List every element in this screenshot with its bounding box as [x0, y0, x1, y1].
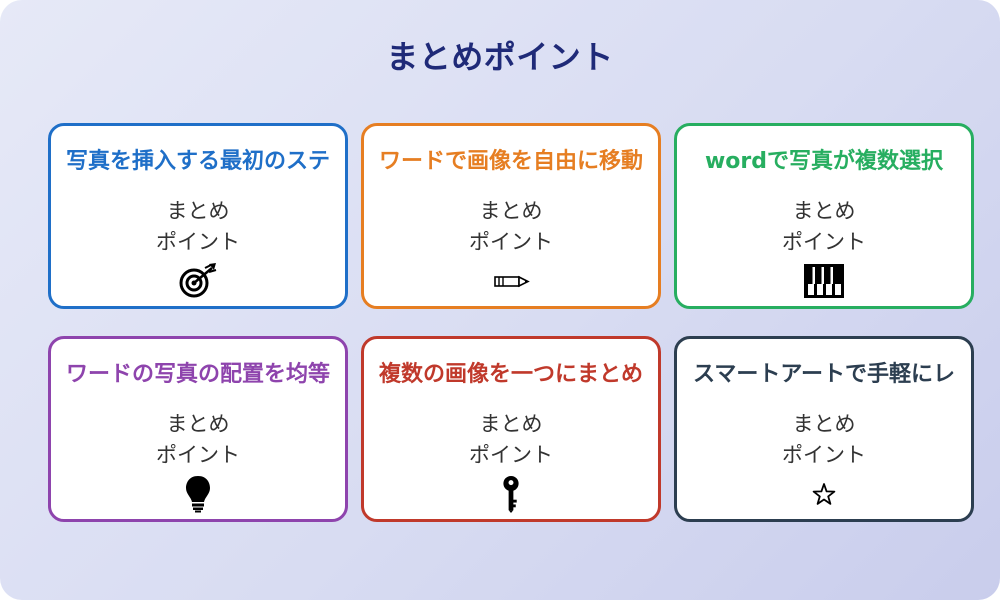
- card-subtitle-line1: まとめ: [166, 412, 230, 436]
- piano-keys-icon: [802, 262, 846, 300]
- card-4: ワードの写真の配置を均等 まとめ ポイント: [48, 336, 348, 522]
- card-title: スマートアートで手軽にレ: [692, 362, 956, 387]
- card-subtitle-line2: ポイント: [156, 230, 240, 254]
- lightbulb-icon: [176, 475, 220, 513]
- card-subtitle-line2: ポイント: [469, 443, 553, 467]
- card-subtitle-line2: ポイント: [469, 230, 553, 254]
- card-subtitle-line2: ポイント: [156, 443, 240, 467]
- card-title: wordで写真が複数選択: [704, 149, 944, 174]
- card-title: 写真を挿入する最初のステ: [65, 149, 330, 174]
- card-title: ワードで画像を自由に移動: [378, 149, 643, 174]
- card-subtitle-line2: ポイント: [782, 443, 866, 467]
- card-subtitle-line2: ポイント: [782, 230, 866, 254]
- star-icon: [802, 475, 846, 513]
- card-subtitle-line1: まとめ: [792, 199, 856, 223]
- card-3: wordで写真が複数選択 まとめ ポイント: [674, 123, 974, 309]
- target-icon: [176, 262, 220, 300]
- card-6: スマートアートで手軽にレ まとめ ポイント: [674, 336, 974, 522]
- key-icon: [489, 475, 533, 513]
- pencil-icon: [489, 262, 533, 300]
- card-title: 複数の画像を一つにまとめ: [378, 362, 643, 387]
- card-2: ワードで画像を自由に移動 まとめ ポイント: [361, 123, 661, 309]
- card-subtitle-line1: まとめ: [479, 412, 543, 436]
- card-subtitle-line1: まとめ: [166, 199, 230, 223]
- page-title: まとめポイント: [386, 38, 614, 76]
- card-subtitle-line1: まとめ: [479, 199, 543, 223]
- card-1: 写真を挿入する最初のステ まとめ ポイント: [48, 123, 348, 309]
- card-subtitle-line1: まとめ: [792, 412, 856, 436]
- card-5: 複数の画像を一つにまとめ まとめ ポイント: [361, 336, 661, 522]
- card-title: ワードの写真の配置を均等: [65, 362, 330, 387]
